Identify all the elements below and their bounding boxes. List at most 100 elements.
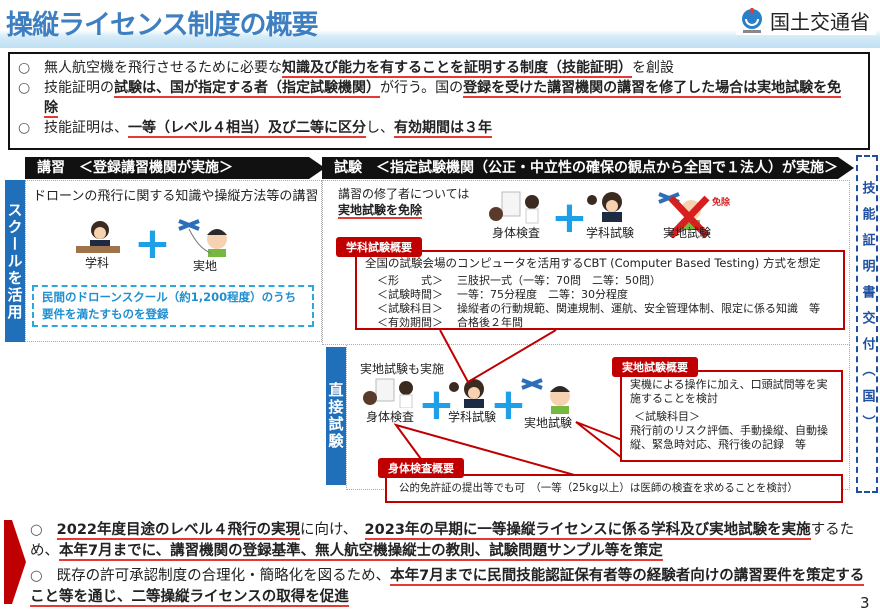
direct-exam-caption: 実地試験も実施 [360,362,445,376]
overview-box: ○ 無人航空機を飛行させるために必要な知識及び能力を有することを証明する制度（技能… [8,52,870,150]
physical-summary-box: 公的免許証の提出等でも可 （一等（25kg以上）は医師の検査を求めることを検討） [385,474,843,503]
ministry-name: 国土交通省 [770,9,870,34]
direct-practical-illustration: 実地試験 [518,376,578,431]
overview-item: ○ 無人航空機を飛行させるために必要な知識及び能力を有することを証明する制度（技能… [18,58,860,78]
exam-header-sub: ＜指定試験機関（公正・中立性の確保の観点から全国で１法人）が実施＞ [376,160,838,176]
row-value: 一等：75分程度 二等：30分程度 [457,288,628,301]
physical-label: 身体検査 [491,226,540,240]
physical-illustration: 身体検査 [488,190,544,241]
academic-exam-illustration: 学科試験 [582,190,638,241]
practical-subjects-label: ＜試験科目＞ [634,410,700,423]
cross-mark-icon [668,195,710,238]
student-icon [449,379,484,408]
school-registration-note: 民間のドローンスクール（約1,200程度）のうち要件を満たすものを登録 [32,285,314,327]
academic-exam-label: 学科試験 [585,226,634,240]
academic-summary-box: 全国の試験会場のコンピュータを活用するCBT (Computer Based T… [355,250,845,330]
exam-header-title: 試験 [334,160,362,176]
outlook-item: ○ 既存の許可承認制度の合理化・簡略化を図るため、本年7月までに民間技能認証保有者… [30,566,872,608]
outlook-item: ○2022年度目途のレベル４飛行の実現に向け、 2023年の早期に一等操縦ライセ… [30,520,872,562]
text: が行う。国の [380,80,464,96]
academic-illustration: 学科 [72,218,122,271]
text: を創設 [632,60,674,76]
practical-summary-tab: 実地試験概要 [612,357,698,377]
practical-desc: 実機による操作に加え、口頭試問等を実施することを検討 [630,378,828,405]
row-key: ＜有効期間＞ [377,316,443,329]
direct-physical-label: 身体検査 [365,410,414,424]
text: し、 [366,120,394,136]
direct-academic-label: 学科試験 [447,410,496,424]
text: 既存の許可承認制度の合理化・簡略化を図るため、 [56,568,391,584]
course-panel [25,180,322,342]
plus-icon: + [418,379,455,430]
practical-subjects: 飛行前のリスク評価、手動操縦、自動操縦、緊急時対応、飛行後の記録 等 [630,424,828,451]
exempt-badge: 免除 [712,198,731,208]
direct-practical-label: 実地試験 [523,416,572,430]
row-value: 操縦者の行動規範、関連規制、運航、安全管理体制、限定に係る知識 等 [457,302,820,315]
highlight-text: 本年7月までに民間技能認証保有者等の経験者向けの講習要件を策定すること等を通じ、… [30,568,865,607]
academic-row: ＜試験科目＞ 操縦者の行動規範、関連規制、運航、安全管理体制、限定に係る知識 等 [377,302,835,316]
exemption-text: 講習の修了者については実地試験を免除 [338,186,469,219]
direct-academic-illustration: 学科試験 [444,378,500,425]
bullet: ○ [18,80,31,96]
red-arrow-icon [4,520,26,604]
plus-icon: + [490,379,527,430]
student-icon [587,192,622,222]
physical-summary-tab: 身体検査概要 [378,458,464,478]
title-bar [0,0,880,48]
eye-chart-icon [363,378,413,408]
text: 技能証明の [44,80,114,96]
academic-intro: 全国の試験会場のコンピュータを活用するCBT (Computer Based T… [365,256,821,270]
highlight-text: 一等（レベル４相当）及び二等に区分 [128,120,366,138]
direct-physical-illustration: 身体検査 [362,378,418,425]
row-value: 合格後２年間 [457,316,523,329]
practical-summary-box: 実機による操作に加え、口頭試問等を実施することを検討 ＜試験科目＞ 飛行前のリス… [620,370,843,462]
mlit-logo-icon [742,8,762,33]
bullet: ○ [18,60,31,76]
practical-illustration: 実地 [175,215,235,274]
practical-label: 実地 [192,259,217,273]
academic-label: 学科 [84,256,109,270]
school-side-label: スクールを活用 [5,180,25,342]
overview-item: ○ 技能証明の試験は、国が指定する者（指定試験機関）が行う。国の登録を受けた講習機… [18,78,860,118]
academic-row: ＜試験時間＞一等：75分程度 二等：30分程度 [377,288,835,302]
drone-exempt-icon [658,192,710,238]
certificate-issuance-label: 技能証明書交付（国） [856,155,878,493]
highlight-text: 2022年度目途のレベル４飛行の実現 [56,522,301,540]
drone-pilot-icon [521,378,570,414]
exemption-highlight: 実地試験を免除 [338,203,423,219]
outlook-box: ○2022年度目途のレベル４飛行の実現に向け、 2023年の早期に一等操縦ライセ… [30,520,872,608]
row-key: ＜形 式＞ [377,274,443,287]
exam-header: 試験 ＜指定試験機関（公正・中立性の確保の観点から全国で１法人）が実施＞ [322,157,854,179]
course-description: ドローンの飛行に関する知識や操縦方法等の講習 [33,189,319,204]
academic-row: ＜形 式＞ 三肢択一式（一等：70問 二等：50問） [377,274,835,288]
academic-row: ＜有効期間＞ 合格後２年間 [377,316,835,330]
plus-icon: + [134,218,171,269]
overview-item: ○ 技能証明は、一等（レベル４相当）及び二等に区分し、有効期間は３年 [18,118,860,138]
course-header-title: 講習 [37,160,65,176]
text: 無人航空機を飛行させるために必要な [44,60,282,76]
row-value: 三肢択一式（一等：70問 二等：50問） [457,274,661,287]
row-key: ＜試験科目＞ [377,302,443,315]
practical-exempt-label: 実地試験 [662,226,711,240]
bullet: ○ [30,568,43,584]
page-title: 操縦ライセンス制度の概要 [6,10,318,41]
drone-pilot-icon [178,219,227,257]
bullet: ○ [18,120,31,136]
ministry-logo: 国土交通省 [736,5,876,35]
eye-chart-icon [489,191,539,224]
page-number: 3 [860,594,870,612]
plus-icon: + [551,192,588,243]
highlight-text: 本年7月までに、講習機関の登録基準、無人航空機操縦士の教則、試験問題サンプル等を… [59,543,663,561]
exam-panel [322,180,850,345]
text: するため、 [30,522,855,559]
highlight-text: 有効期間は３年 [394,120,492,138]
student-icon [76,221,120,253]
highlight-text: 試験は、国が指定する者（指定試験機関） [114,80,380,98]
highlight-text: 登録を受けた講習機関の講習を修了した場合は実地試験を免除 [44,80,842,118]
highlight-text: 2023年の早期に一等操縦ライセンスに係る学科及び実地試験を実施 [364,522,811,540]
bullet: ○ [30,522,43,538]
academic-rows: ＜形 式＞ 三肢択一式（一等：70問 二等：50問） ＜試験時間＞一等：75分程度… [365,274,835,330]
highlight-text: 知識及び能力を有することを証明する制度（技能証明） [282,60,632,78]
text: 技能証明は、 [44,120,128,136]
practical-exempt-illustration: 実地試験 [655,190,719,255]
